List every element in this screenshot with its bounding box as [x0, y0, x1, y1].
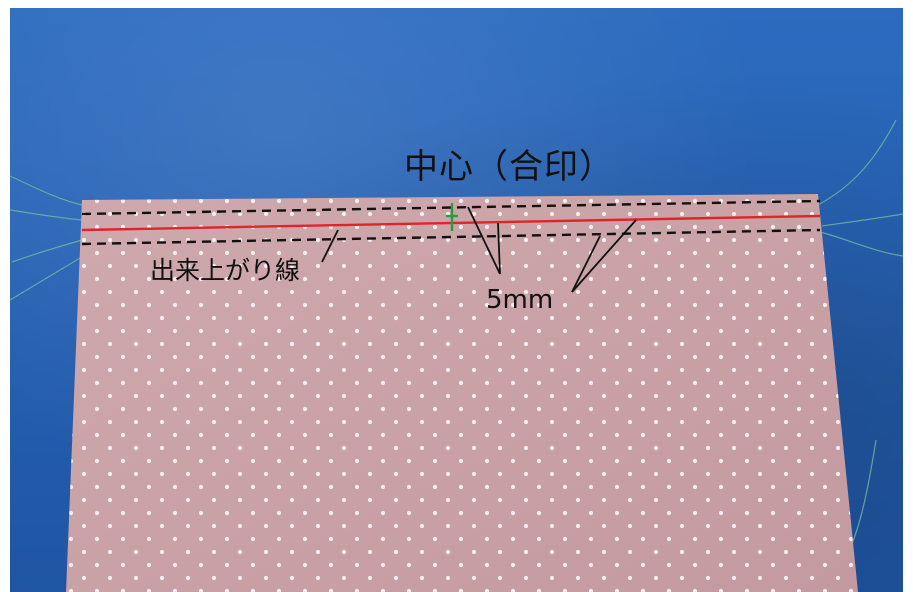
5mm-leader-d: [571, 235, 601, 293]
5mm-leader-a: [467, 206, 501, 275]
5mm-leader-b: [497, 222, 501, 275]
center-mark: [446, 203, 458, 231]
finished-line-label: 出来上がり線: [150, 256, 301, 285]
5mm-leader-c: [571, 219, 637, 293]
fabric-piece: [66, 194, 858, 592]
center-mark-label: 中心（合印）: [404, 147, 614, 187]
upper-guide-line: [81, 199, 821, 216]
seam-allowance-label: 5mm: [486, 285, 554, 315]
leader-lines: [321, 206, 637, 293]
lower-guide-line: [81, 228, 821, 246]
finished-line-leader: [321, 229, 339, 263]
